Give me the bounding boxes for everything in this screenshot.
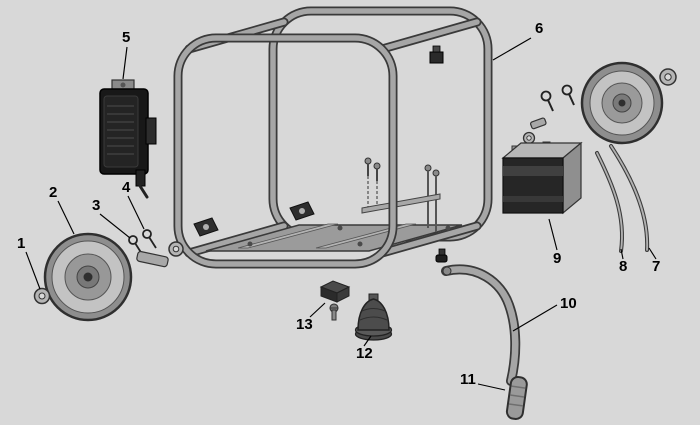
leader-line-8 xyxy=(620,248,624,260)
eye-bolt-2 xyxy=(561,84,575,106)
leader-line-1 xyxy=(25,251,41,290)
part-label-1: 1 xyxy=(17,235,25,252)
leader-line-11 xyxy=(477,383,506,391)
part-label-5: 5 xyxy=(122,29,130,46)
cotter-pin-large xyxy=(142,229,157,249)
battery-washer xyxy=(522,131,536,145)
rubber-pad xyxy=(319,280,351,303)
part-label-2: 2 xyxy=(49,184,57,201)
axle-bracket-rear xyxy=(289,201,315,221)
part-label-8: 8 xyxy=(619,258,627,275)
part-label-13: 13 xyxy=(296,316,313,333)
leader-line-2 xyxy=(57,200,75,235)
frame-clamp xyxy=(429,45,444,64)
battery xyxy=(501,141,583,215)
handle-cap-nut xyxy=(435,248,448,263)
handle-tube xyxy=(441,264,521,386)
axle-pin xyxy=(136,250,169,268)
left-washer xyxy=(33,287,51,305)
rubber-foot xyxy=(354,293,393,341)
leader-line-3 xyxy=(99,213,131,239)
part-label-12: 12 xyxy=(356,345,373,362)
leader-line-10 xyxy=(512,304,558,332)
axle-sleeve xyxy=(530,117,547,130)
leader-line-7 xyxy=(648,247,657,260)
leader-line-6 xyxy=(492,37,532,61)
leader-line-12 xyxy=(363,335,372,347)
part-label-11: 11 xyxy=(460,371,476,388)
battery-tray-screws xyxy=(361,157,441,232)
base-platform xyxy=(205,223,463,252)
part-label-3: 3 xyxy=(92,197,100,214)
spacer-washer xyxy=(168,241,184,257)
pad-bolt xyxy=(329,303,339,321)
hold-down-rod-outer xyxy=(609,144,650,252)
handle-grip xyxy=(505,375,528,420)
frame xyxy=(173,6,493,269)
control-panel xyxy=(99,79,157,199)
leader-line-9 xyxy=(548,218,558,251)
part-label-4: 4 xyxy=(122,179,131,196)
axle-bracket-front xyxy=(193,217,219,237)
leader-line-13 xyxy=(309,302,326,318)
leader-line-5 xyxy=(122,46,128,80)
part-label-10: 10 xyxy=(560,295,577,312)
part-label-7: 7 xyxy=(652,258,660,275)
right-wheel xyxy=(580,61,664,145)
hold-down-rod-inner xyxy=(595,151,624,253)
part-label-6: 6 xyxy=(535,20,543,37)
eye-bolt-1 xyxy=(540,90,554,112)
left-wheel xyxy=(43,232,133,322)
leader-line-4 xyxy=(127,195,145,230)
right-wheel-washer xyxy=(659,68,677,86)
part-label-9: 9 xyxy=(553,250,561,267)
